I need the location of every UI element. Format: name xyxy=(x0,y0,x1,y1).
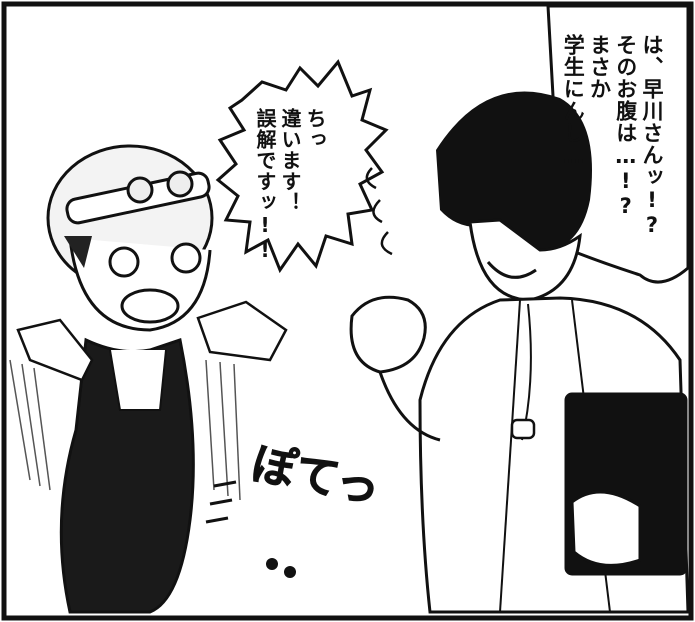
whistle xyxy=(510,418,536,440)
speech-line-1: ちっ xyxy=(303,108,327,150)
surprise-lines xyxy=(365,167,393,256)
motion-lines xyxy=(9,359,241,501)
speech-line-2: 違います！ xyxy=(278,108,302,213)
emphasis-dashes xyxy=(205,480,237,524)
eye-left-2 xyxy=(170,242,202,274)
mouth-left xyxy=(120,288,180,324)
speech-line-3: まさか xyxy=(587,34,612,100)
speech-line-3: 誤解ですッ!! xyxy=(253,108,277,263)
swimsuit-neck xyxy=(109,349,167,411)
speech-text-right: は、早川さんッ!? そのお腹は…!? まさか 学生にんし… xyxy=(560,34,665,254)
fist xyxy=(349,295,427,374)
speech-line-1: は、早川さんッ!? xyxy=(640,34,664,238)
eye-left-1 xyxy=(108,246,140,278)
sfx-dot-1 xyxy=(266,558,278,570)
speech-line-2: そのお腹は…!? xyxy=(613,34,638,219)
mouth-right xyxy=(486,261,537,279)
hand-left-b xyxy=(196,300,288,362)
speech-text-left: ちっ 違います！ 誤解ですッ!! xyxy=(252,108,327,263)
sfx-dot-2 xyxy=(284,566,296,578)
jacket-edge-left xyxy=(499,299,521,613)
goggle-lens-left xyxy=(126,176,154,204)
face-right xyxy=(468,218,582,302)
speech-bubble-left-spiky xyxy=(215,59,389,274)
arm-right xyxy=(378,371,441,442)
goggle-lens-right xyxy=(166,170,194,198)
speech-line-4: 学生にんし… xyxy=(561,34,586,169)
hand-right-holding xyxy=(570,490,642,567)
hair-right xyxy=(436,91,592,252)
hair-left xyxy=(64,236,92,268)
hand-left-a xyxy=(16,318,94,382)
